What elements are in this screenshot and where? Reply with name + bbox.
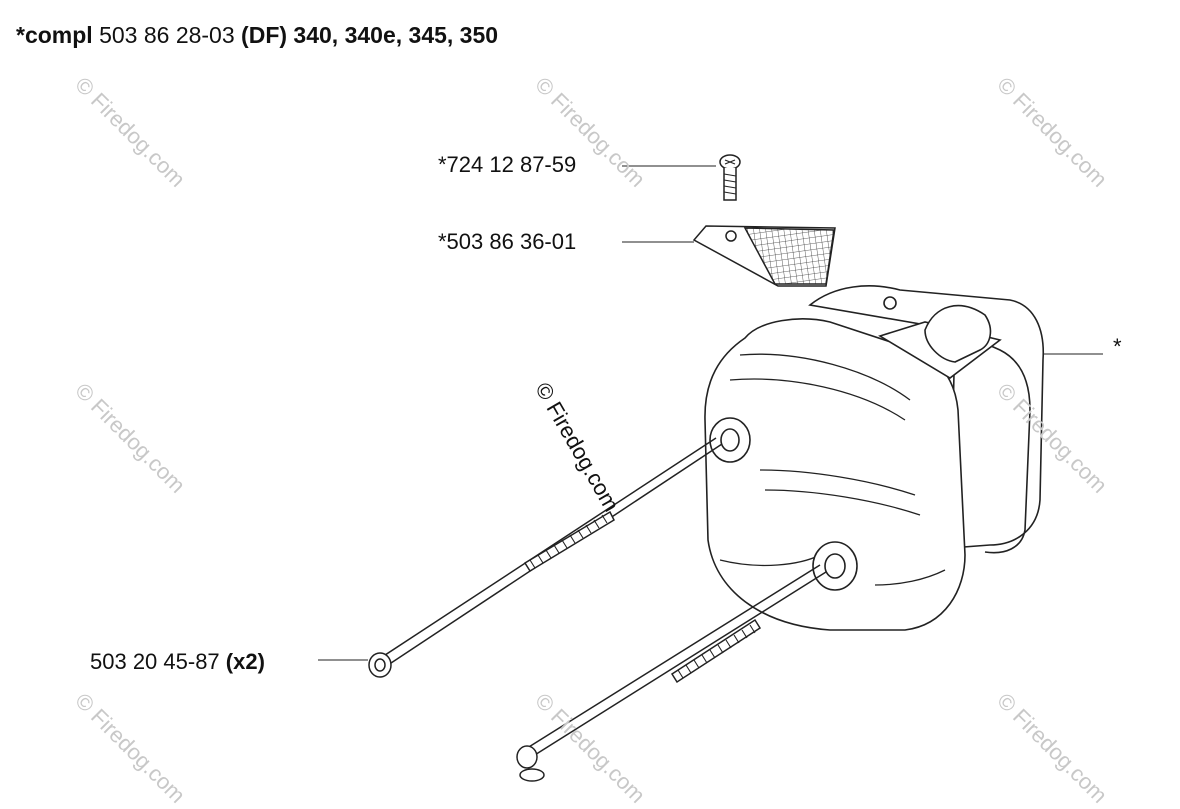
muffler-part [704,285,1045,631]
bolt-part-2 [516,564,827,782]
plate-part [692,225,836,287]
label-muffler: * [1113,334,1122,359]
label-bolt-number: 503 20 45-87 [90,649,220,674]
title-prefix: *compl [16,22,93,48]
page-title: *compl 503 86 28-03 (DF) 340, 340e, 345,… [16,22,498,49]
label-bolt-qty: (x2) [225,649,265,674]
label-screw: *724 12 87-59 [438,152,577,177]
bolt-part-1 [368,437,723,678]
screw-part [719,154,741,201]
label-plate: *503 86 36-01 [438,229,577,254]
title-variant: (DF) [241,22,288,48]
title-models: 340, 340e, 345, 350 [293,22,499,48]
title-part-number: 503 86 28-03 [99,22,235,48]
label-bolt: 503 20 45-87 (x2) [90,649,265,675]
